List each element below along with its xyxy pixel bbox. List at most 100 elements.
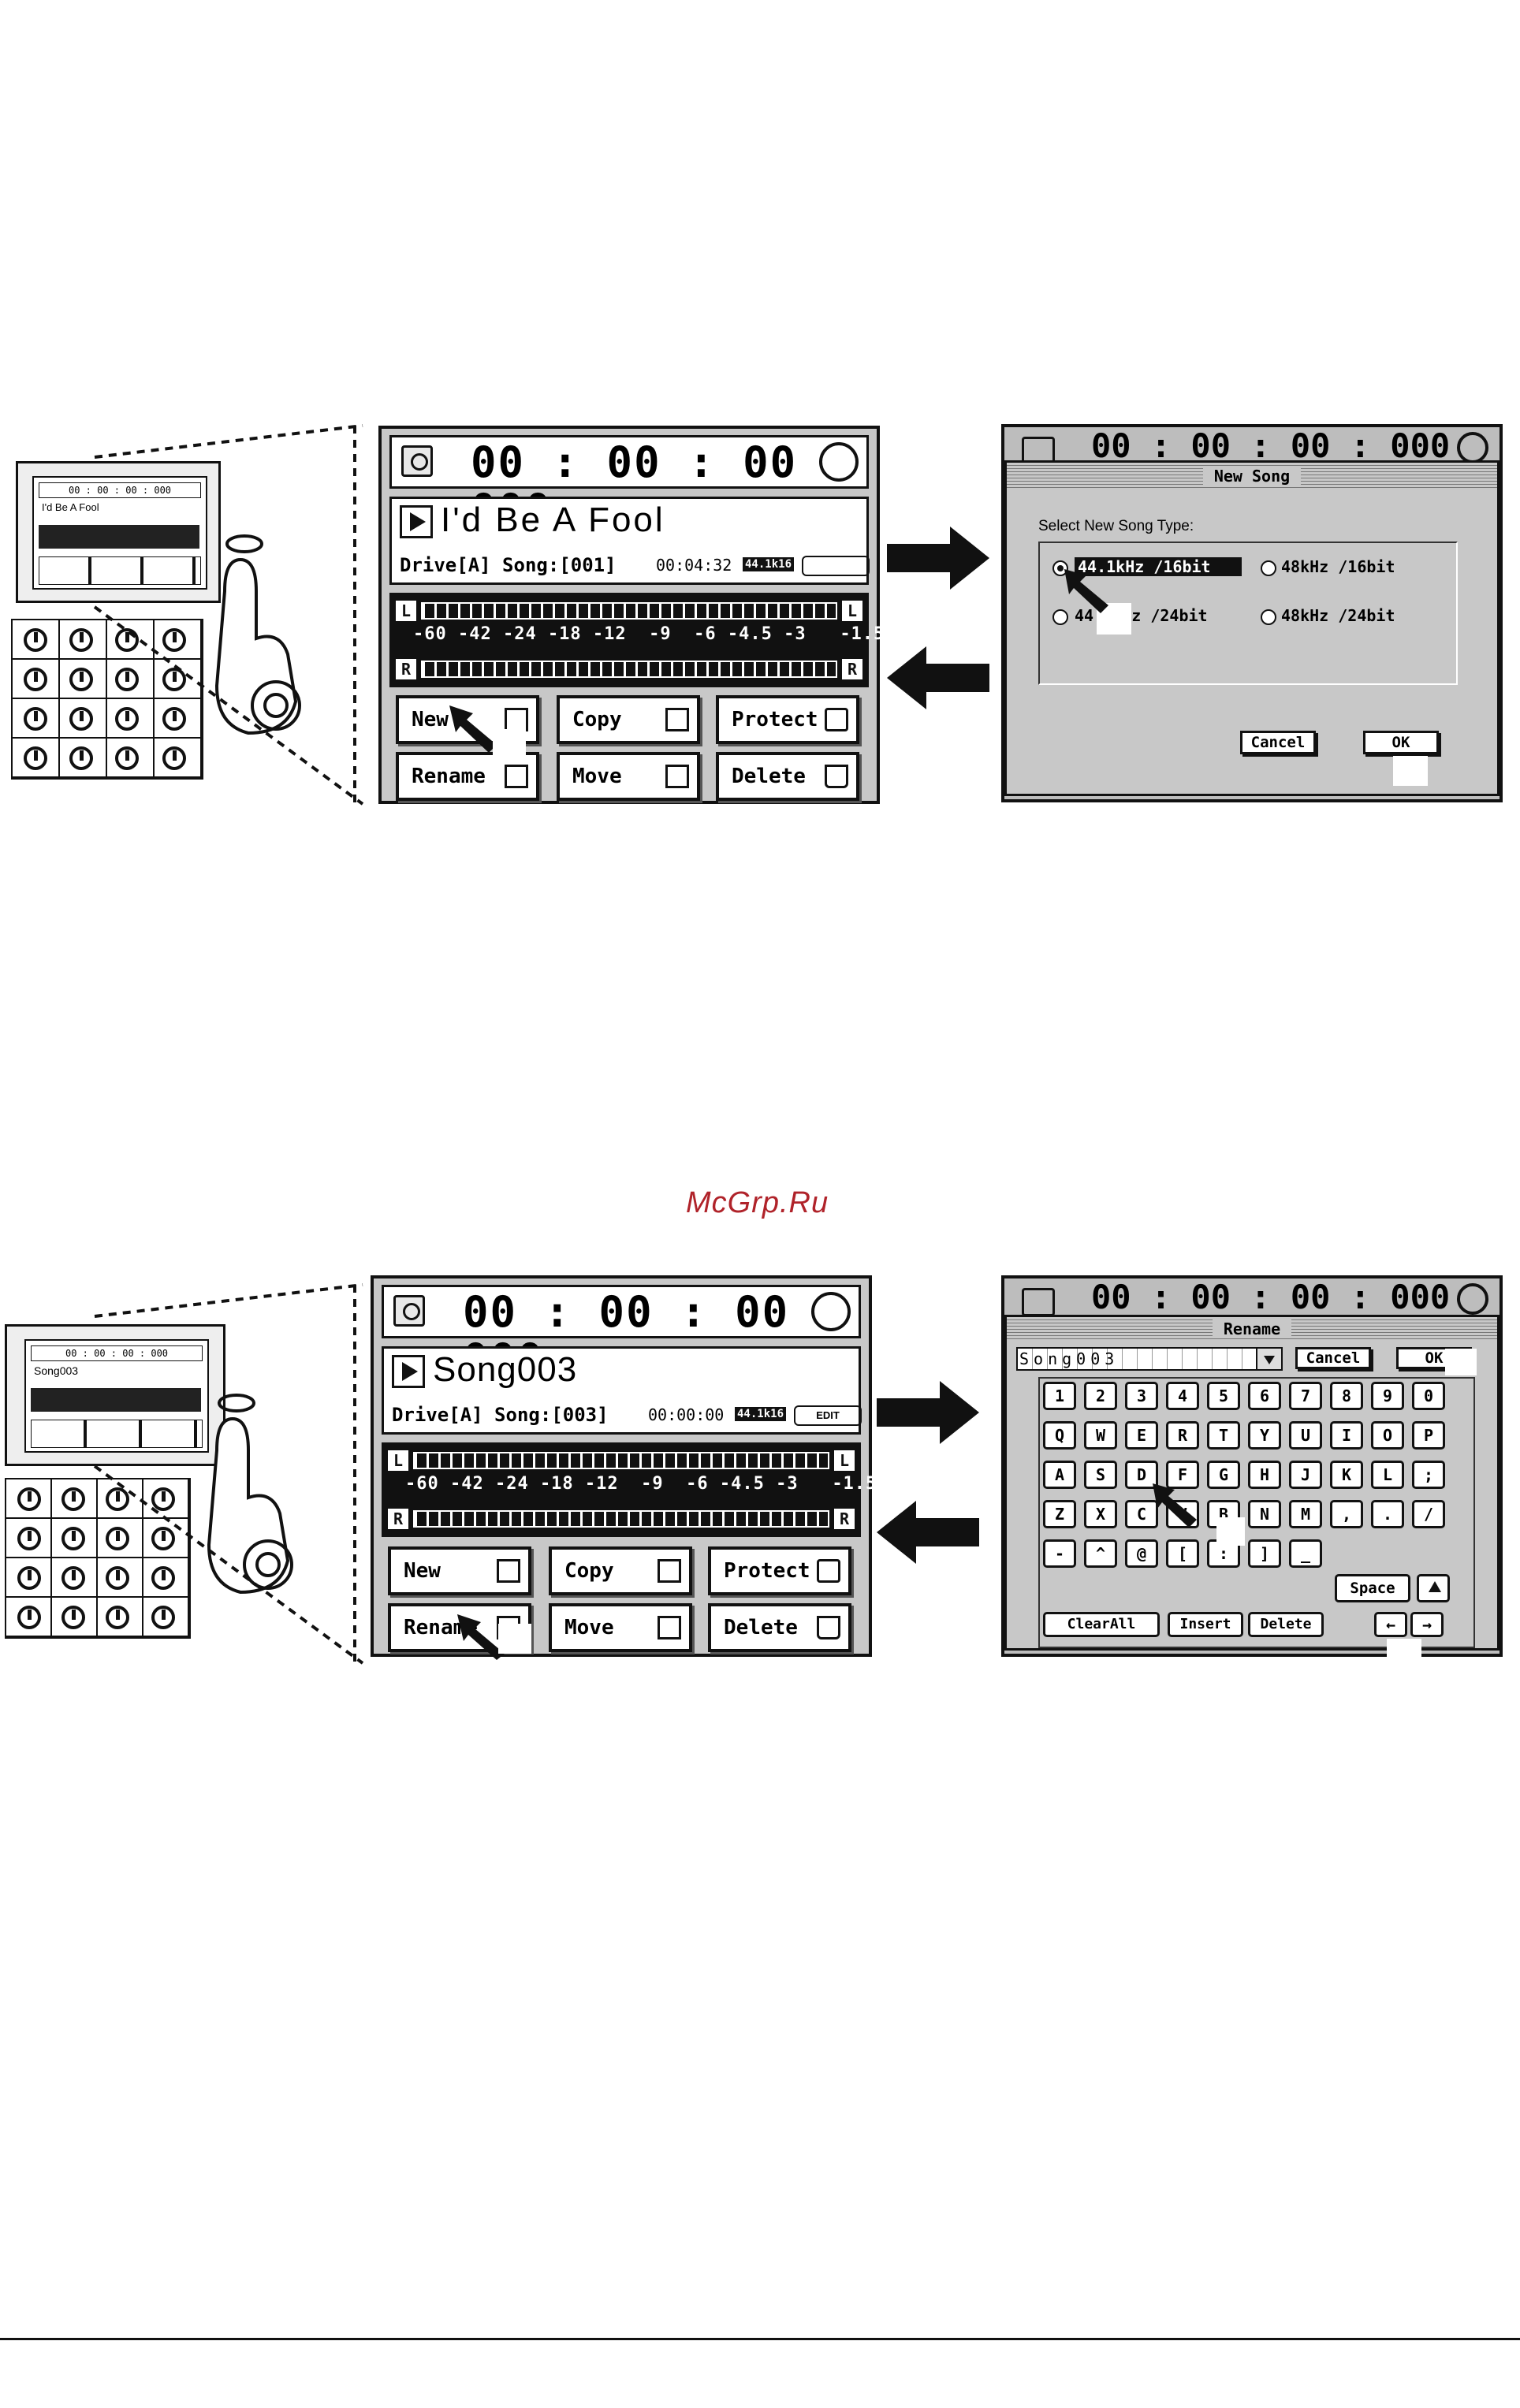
key-4-2[interactable]: X bbox=[1084, 1500, 1117, 1528]
key-2-9[interactable]: O bbox=[1371, 1421, 1404, 1450]
mini-device-knob-grid bbox=[11, 619, 203, 780]
name-input[interactable]: Song003 bbox=[1016, 1347, 1261, 1371]
meter-scale: -60 -42 -24 -18 -12 -9 -6 -4.5 -3 -1.5 C… bbox=[413, 624, 930, 644]
radio-44k-16bit[interactable] bbox=[1052, 560, 1068, 576]
key-2-2[interactable]: W bbox=[1084, 1421, 1117, 1450]
step-marker bbox=[1445, 1349, 1477, 1375]
cursor-right-button[interactable]: → bbox=[1410, 1612, 1444, 1637]
key-1-4[interactable]: 4 bbox=[1166, 1382, 1199, 1410]
key-1-6[interactable]: 6 bbox=[1248, 1382, 1281, 1410]
knob-icon bbox=[69, 746, 93, 770]
clock-icon[interactable] bbox=[401, 445, 433, 477]
key-5-1[interactable]: - bbox=[1043, 1539, 1076, 1568]
key-3-1[interactable]: A bbox=[1043, 1461, 1076, 1489]
delete-button[interactable]: Delete bbox=[716, 752, 859, 801]
key-3-5[interactable]: G bbox=[1207, 1461, 1240, 1489]
delete-button[interactable]: Delete bbox=[1248, 1612, 1324, 1637]
move-button-label: Move bbox=[564, 1616, 614, 1639]
delete-button[interactable]: Delete bbox=[708, 1603, 851, 1652]
song-info: Drive[A] Song:[003] bbox=[392, 1404, 609, 1426]
key-3-4[interactable]: F bbox=[1166, 1461, 1199, 1489]
alarm-clock-icon[interactable] bbox=[811, 1292, 851, 1331]
history-dropdown[interactable] bbox=[1256, 1347, 1283, 1371]
song-panel: Song003 Drive[A] Song:[003] 00:00:00 44.… bbox=[382, 1346, 862, 1435]
key-1-9[interactable]: 9 bbox=[1371, 1382, 1404, 1410]
options-frame: 44.1kHz /16bit 48kHz /16bit 44.1kHz /24b… bbox=[1038, 542, 1458, 685]
key-2-5[interactable]: T bbox=[1207, 1421, 1240, 1450]
key-3-3[interactable]: D bbox=[1125, 1461, 1158, 1489]
key-1-7[interactable]: 7 bbox=[1289, 1382, 1322, 1410]
meter-left-label: L bbox=[396, 601, 416, 621]
key-3-8[interactable]: K bbox=[1330, 1461, 1363, 1489]
cancel-button[interactable]: Cancel bbox=[1295, 1347, 1371, 1369]
new-button[interactable]: New bbox=[388, 1546, 531, 1595]
radio-44k-24bit[interactable] bbox=[1052, 609, 1068, 625]
key-2-3[interactable]: E bbox=[1125, 1421, 1158, 1450]
key-5-7[interactable]: _ bbox=[1289, 1539, 1322, 1568]
key-4-6[interactable]: N bbox=[1248, 1500, 1281, 1528]
key-1-5[interactable]: 5 bbox=[1207, 1382, 1240, 1410]
knob-icon bbox=[24, 707, 47, 731]
clock-bar: 00 : 00 : 00 : 000 bbox=[389, 435, 869, 534]
play-icon[interactable] bbox=[392, 1355, 425, 1388]
key-2-1[interactable]: Q bbox=[1043, 1421, 1076, 1450]
key-space[interactable]: Space bbox=[1335, 1574, 1410, 1602]
insert-button[interactable]: Insert bbox=[1168, 1612, 1243, 1637]
key-3-9[interactable]: L bbox=[1371, 1461, 1404, 1489]
key-3-7[interactable]: J bbox=[1289, 1461, 1322, 1489]
name-input-value: Song003 bbox=[1019, 1349, 1120, 1368]
knob-icon bbox=[17, 1527, 41, 1550]
cursor-left-button[interactable]: ← bbox=[1374, 1612, 1407, 1637]
key-2-6[interactable]: Y bbox=[1248, 1421, 1281, 1450]
key-4-10[interactable]: / bbox=[1412, 1500, 1445, 1528]
key-2-8[interactable]: I bbox=[1330, 1421, 1363, 1450]
move-icon bbox=[665, 765, 689, 788]
clock-bar: 00 : 00 : 00 : 000 bbox=[382, 1285, 861, 1383]
key-1-3[interactable]: 3 bbox=[1125, 1382, 1158, 1410]
key-3-10[interactable]: ; bbox=[1412, 1461, 1445, 1489]
key-3-6[interactable]: H bbox=[1248, 1461, 1281, 1489]
move-button[interactable]: Move bbox=[549, 1603, 692, 1652]
clear-all-button[interactable]: ClearAll bbox=[1043, 1612, 1160, 1637]
key-4-9[interactable]: . bbox=[1371, 1500, 1404, 1528]
key-5-2[interactable]: ^ bbox=[1084, 1539, 1117, 1568]
key-1-2[interactable]: 2 bbox=[1084, 1382, 1117, 1410]
key-2-4[interactable]: R bbox=[1166, 1421, 1199, 1450]
key-1-8[interactable]: 8 bbox=[1330, 1382, 1363, 1410]
new-song-icon bbox=[497, 1559, 520, 1583]
key-3-2[interactable]: S bbox=[1084, 1461, 1117, 1489]
key-1-1[interactable]: 1 bbox=[1043, 1382, 1076, 1410]
key-shift[interactable] bbox=[1417, 1574, 1450, 1602]
key-4-3[interactable]: C bbox=[1125, 1500, 1158, 1528]
key-4-8[interactable]: , bbox=[1330, 1500, 1363, 1528]
clock-icon[interactable] bbox=[393, 1295, 425, 1327]
play-icon[interactable] bbox=[400, 505, 433, 538]
key-4-1[interactable]: Z bbox=[1043, 1500, 1076, 1528]
ok-button[interactable]: OK bbox=[1363, 731, 1439, 754]
key-5-3[interactable]: @ bbox=[1125, 1539, 1158, 1568]
alarm-clock-icon[interactable] bbox=[819, 442, 859, 482]
key-2-7[interactable]: U bbox=[1289, 1421, 1322, 1450]
background-clock-icon bbox=[1022, 1288, 1055, 1316]
step-marker bbox=[1216, 1517, 1245, 1546]
copy-icon bbox=[658, 1559, 681, 1583]
copy-button[interactable]: Copy bbox=[557, 695, 700, 744]
dialog-title: Rename bbox=[1212, 1319, 1292, 1338]
key-4-7[interactable]: M bbox=[1289, 1500, 1322, 1528]
move-button[interactable]: Move bbox=[557, 752, 700, 801]
cancel-button[interactable]: Cancel bbox=[1240, 731, 1316, 754]
key-2-10[interactable]: P bbox=[1412, 1421, 1445, 1450]
background-time: 00 : 00 : 00 : 000 bbox=[1091, 426, 1451, 465]
rename-button[interactable]: Rename bbox=[396, 752, 539, 801]
key-5-4[interactable]: [ bbox=[1166, 1539, 1199, 1568]
key-5-6[interactable]: ] bbox=[1248, 1539, 1281, 1568]
knob-icon bbox=[69, 707, 93, 731]
key-1-10[interactable]: 0 bbox=[1412, 1382, 1445, 1410]
protect-button[interactable]: Protect bbox=[716, 695, 859, 744]
protect-button[interactable]: Protect bbox=[708, 1546, 851, 1595]
knob-icon bbox=[24, 668, 47, 691]
radio-48k-24bit[interactable] bbox=[1261, 609, 1276, 625]
knob-icon bbox=[69, 668, 93, 691]
copy-button[interactable]: Copy bbox=[549, 1546, 692, 1595]
radio-48k-16bit[interactable] bbox=[1261, 560, 1276, 576]
